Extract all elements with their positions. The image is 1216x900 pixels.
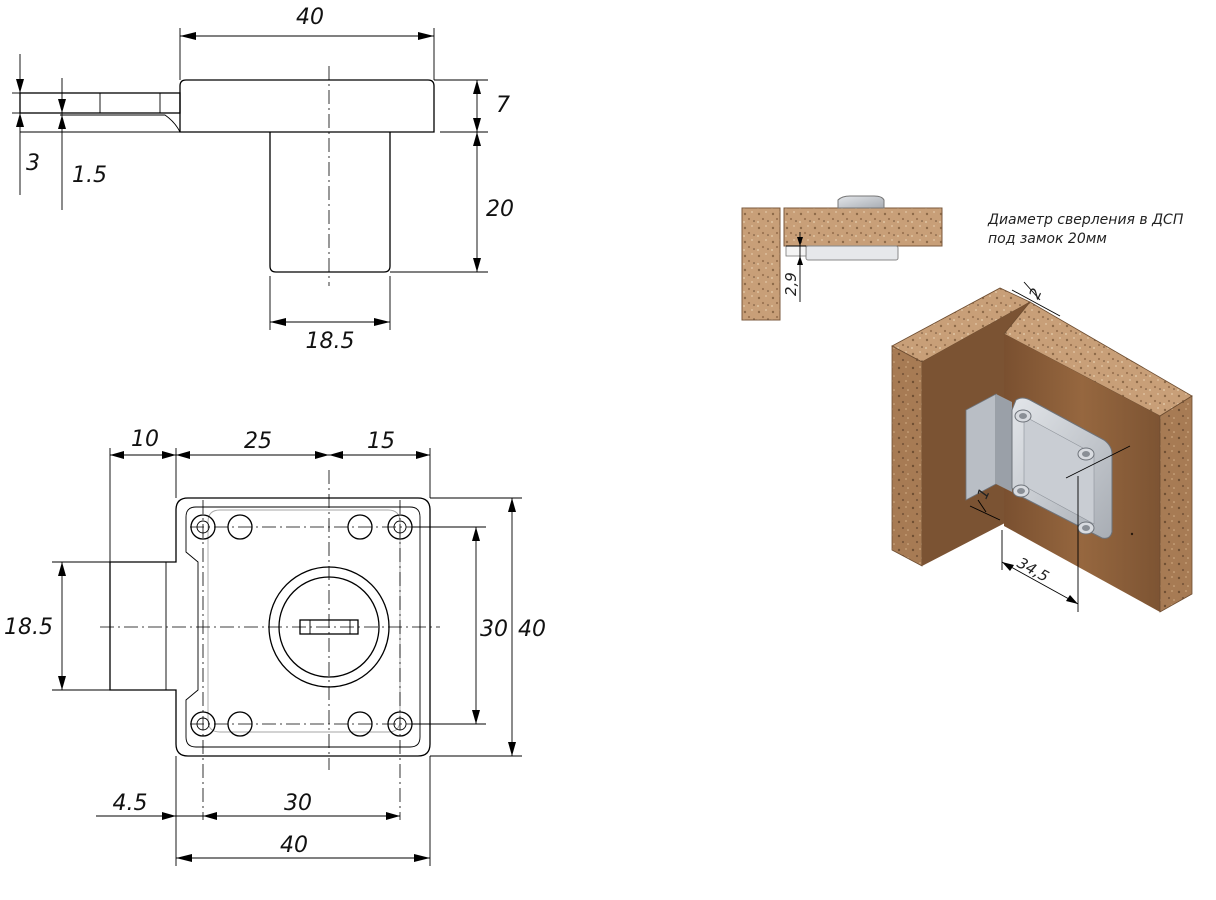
- dim-height-body: 20: [486, 197, 514, 222]
- front-view: 10 25 15 18.5 30 40 4.5 30 4: [4, 427, 546, 866]
- dim-center-to-right: 15: [367, 429, 395, 454]
- iso-dim-length: 34,5: [1014, 554, 1052, 586]
- dim-overall-height: 40: [518, 617, 546, 642]
- dim-edge-offset: 4.5: [113, 791, 148, 816]
- front-plate-outline: [109, 497, 431, 757]
- lock-cap: [837, 195, 885, 209]
- install-section: 2,9 Диаметр сверления в ДСП под замок 20…: [741, 195, 1184, 321]
- drilling-note-line2: под замок 20мм: [988, 231, 1107, 247]
- dim-left-to-center: 25: [244, 429, 272, 454]
- dim-width: 40: [296, 5, 324, 30]
- dim-height-top: 7: [496, 93, 510, 118]
- dim-left-tab: 10: [131, 427, 159, 452]
- dim-hole-spacing-h: 30: [284, 791, 312, 816]
- iso-screws: [1012, 409, 1095, 535]
- dim-overall-width: 40: [280, 833, 308, 858]
- iso-lock-tab: [965, 393, 997, 501]
- dim-body-width: 18.5: [306, 329, 355, 354]
- dim-install-offset: 2,9: [782, 272, 800, 296]
- chipboard-side: [741, 207, 781, 321]
- side-view: 40 7 20 18.5 3 1.5: [12, 5, 514, 354]
- chipboard-top: [783, 207, 943, 247]
- dim-thickness: 3: [26, 151, 40, 176]
- lock-body: [269, 132, 391, 273]
- dim-bolt-height: 18.5: [4, 615, 53, 640]
- lock-plate-outline: [179, 79, 435, 133]
- dim-offset: 1.5: [72, 163, 107, 188]
- lock-body-section: [805, 245, 899, 261]
- drilling-note-line1: Диаметр сверления в ДСП: [987, 212, 1184, 228]
- dim-hole-spacing-v: 30: [480, 617, 508, 642]
- iso-view: 2 1 34,5: [891, 281, 1193, 613]
